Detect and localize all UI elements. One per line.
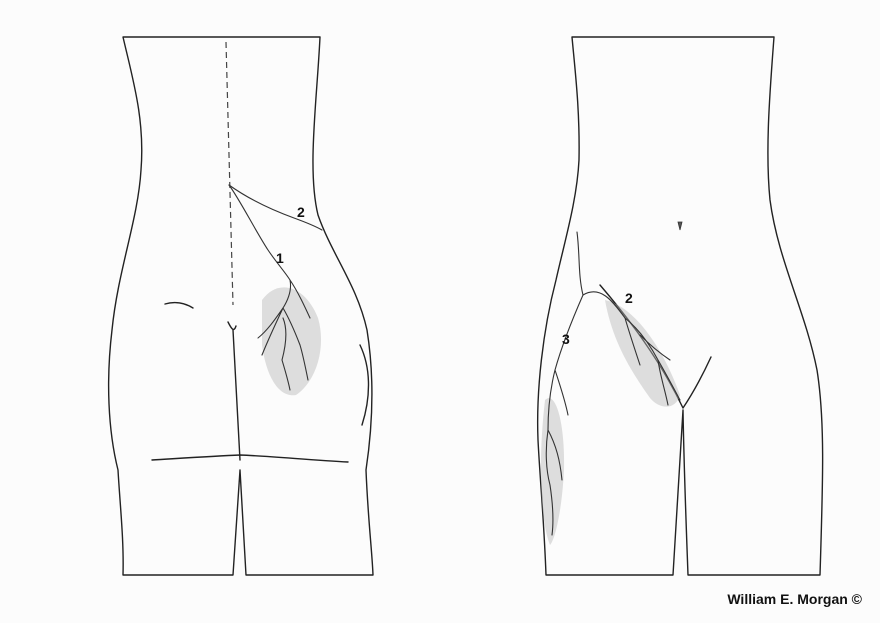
posterior-midline <box>226 42 233 305</box>
posterior-label-2: 2 <box>297 204 305 220</box>
posterior-sensory-zone <box>262 287 321 395</box>
navel <box>678 222 682 230</box>
gluteal-fold <box>152 455 348 462</box>
anterior-label-2: 2 <box>625 290 633 306</box>
posterior-body-silhouette <box>109 37 373 575</box>
anterior-body-silhouette <box>538 37 823 575</box>
author-credit: William E. Morgan © <box>727 591 862 607</box>
posterior-view: 1 2 <box>109 37 373 575</box>
posterior-label-1: 1 <box>276 250 284 266</box>
hip-contour <box>360 345 369 425</box>
anterior-sensory-zone-groin <box>605 300 680 407</box>
anterior-view: 2 3 <box>538 37 823 575</box>
left-dimple <box>165 303 193 308</box>
anterior-label-3: 3 <box>562 331 570 347</box>
gluteal-cleft <box>228 322 240 460</box>
